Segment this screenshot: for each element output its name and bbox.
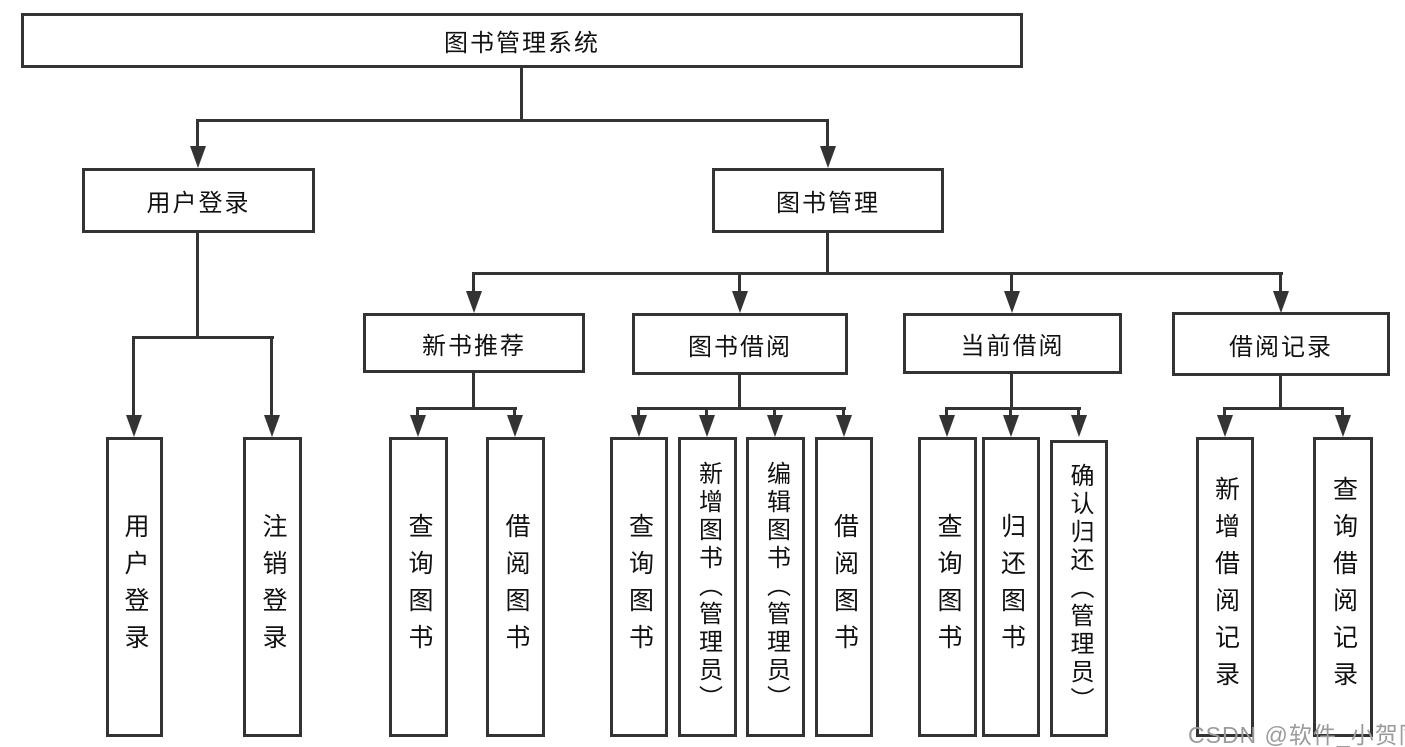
connector-line: [473, 272, 1283, 275]
leaf-recommend-query-book: 查询图书: [389, 437, 448, 737]
node-book-management-label: 图书管理: [776, 190, 880, 217]
connector-line: [196, 119, 199, 150]
connector-line: [472, 373, 475, 407]
leaf-borrow-edit-book-admin-label: 编辑图书（管理员）: [762, 461, 790, 713]
leaf-logout: 注销登录: [243, 437, 302, 737]
arrow-down-icon: [1335, 415, 1351, 437]
node-new-book-recommend-label: 新书推荐: [422, 332, 526, 360]
connector-line: [1009, 407, 1012, 417]
node-borrow-record-label: 借阅记录: [1229, 333, 1333, 361]
node-book-borrow-label: 图书借阅: [688, 333, 792, 361]
node-new-book-recommend: 新书推荐: [363, 313, 585, 373]
arrow-down-icon: [1071, 415, 1087, 437]
connector-line: [826, 119, 829, 150]
connector-line: [416, 407, 419, 417]
connector-line: [1010, 272, 1013, 294]
leaf-record-query-label: 查询借阅记录: [1329, 476, 1358, 698]
connector-line: [946, 407, 1081, 410]
connector-line: [270, 336, 273, 417]
leaf-borrow-query-book: 查询图书: [610, 437, 668, 737]
leaf-borrow-edit-book-admin: 编辑图书（管理员）: [746, 437, 805, 737]
csdn-watermark: CSDN @软件_小贺同学: [1188, 722, 1405, 747]
arrow-down-icon: [732, 291, 748, 313]
arrow-down-icon: [631, 415, 647, 437]
connector-line: [773, 407, 776, 417]
connector-line: [1077, 407, 1080, 417]
arrow-down-icon: [264, 415, 280, 437]
connector-line: [738, 375, 741, 407]
leaf-logout-label: 注销登录: [259, 513, 287, 661]
node-user-login-label: 用户登录: [146, 190, 251, 217]
connector-line: [133, 336, 274, 339]
connector-line: [826, 233, 829, 272]
connector-line: [1010, 374, 1013, 407]
leaf-current-confirm-return-admin-label: 确认归还（管理员）: [1066, 462, 1093, 715]
leaf-record-add: 新增借阅记录: [1196, 437, 1254, 737]
leaf-user-login-label: 用户登录: [121, 513, 149, 661]
node-borrow-record: 借阅记录: [1172, 312, 1390, 376]
arrow-down-icon: [1003, 415, 1019, 437]
leaf-recommend-borrow-book-label: 借阅图书: [502, 513, 530, 661]
connector-line: [1279, 376, 1282, 407]
leaf-current-query-book-label: 查询图书: [934, 513, 962, 661]
leaf-borrow-add-book-admin-label: 新增图书（管理员）: [694, 461, 722, 713]
connector-line: [196, 233, 199, 336]
connector-line: [472, 272, 475, 294]
node-book-borrow: 图书借阅: [632, 313, 848, 375]
connector-line: [132, 336, 135, 417]
node-root: 图书管理系统: [21, 13, 1023, 68]
connector-line: [1224, 407, 1344, 410]
node-root-label: 图书管理系统: [444, 30, 600, 57]
node-current-borrow: 当前借阅: [903, 313, 1122, 374]
connector-line: [1341, 407, 1344, 417]
connector-line: [738, 272, 741, 294]
leaf-current-confirm-return-admin: 确认归还（管理员）: [1050, 440, 1108, 737]
leaf-current-query-book: 查询图书: [918, 437, 977, 737]
node-book-management: 图书管理: [712, 168, 944, 233]
arrow-down-icon: [767, 415, 783, 437]
connector-line: [513, 407, 516, 417]
leaf-user-login: 用户登录: [106, 437, 163, 737]
connector-line: [637, 407, 640, 417]
leaf-recommend-query-book-label: 查询图书: [405, 513, 433, 661]
arrow-down-icon: [466, 291, 482, 313]
leaf-record-query: 查询借阅记录: [1313, 437, 1373, 737]
arrow-down-icon: [190, 146, 206, 168]
arrow-down-icon: [699, 415, 715, 437]
connector-line: [417, 407, 517, 410]
arrow-down-icon: [507, 415, 523, 437]
arrow-down-icon: [1004, 291, 1020, 313]
connector-line: [705, 407, 708, 417]
arrow-down-icon: [820, 146, 836, 168]
connector-line: [1223, 407, 1226, 417]
connector-line: [842, 407, 845, 417]
arrow-down-icon: [1273, 291, 1289, 313]
connector-line: [638, 407, 846, 410]
leaf-borrow-query-book-label: 查询图书: [625, 513, 654, 661]
leaf-borrow-add-book-admin: 新增图书（管理员）: [678, 437, 737, 737]
connector-line: [520, 68, 523, 119]
leaf-record-add-label: 新增借阅记录: [1211, 476, 1240, 698]
leaf-current-return-book: 归还图书: [982, 437, 1040, 737]
arrow-down-icon: [410, 415, 426, 437]
connector-line: [1279, 272, 1282, 294]
arrow-down-icon: [126, 415, 142, 437]
arrow-down-icon: [1217, 415, 1233, 437]
node-user-login: 用户登录: [82, 168, 315, 233]
leaf-borrow-borrow-book-label: 借阅图书: [830, 513, 859, 661]
leaf-borrow-borrow-book: 借阅图书: [815, 437, 873, 737]
leaf-current-return-book-label: 归还图书: [997, 513, 1026, 661]
connector-line: [945, 407, 948, 417]
arrow-down-icon: [836, 415, 852, 437]
arrow-down-icon: [939, 415, 955, 437]
leaf-recommend-borrow-book: 借阅图书: [486, 437, 545, 737]
node-current-borrow-label: 当前借阅: [960, 333, 1065, 360]
connector-line: [197, 119, 829, 122]
